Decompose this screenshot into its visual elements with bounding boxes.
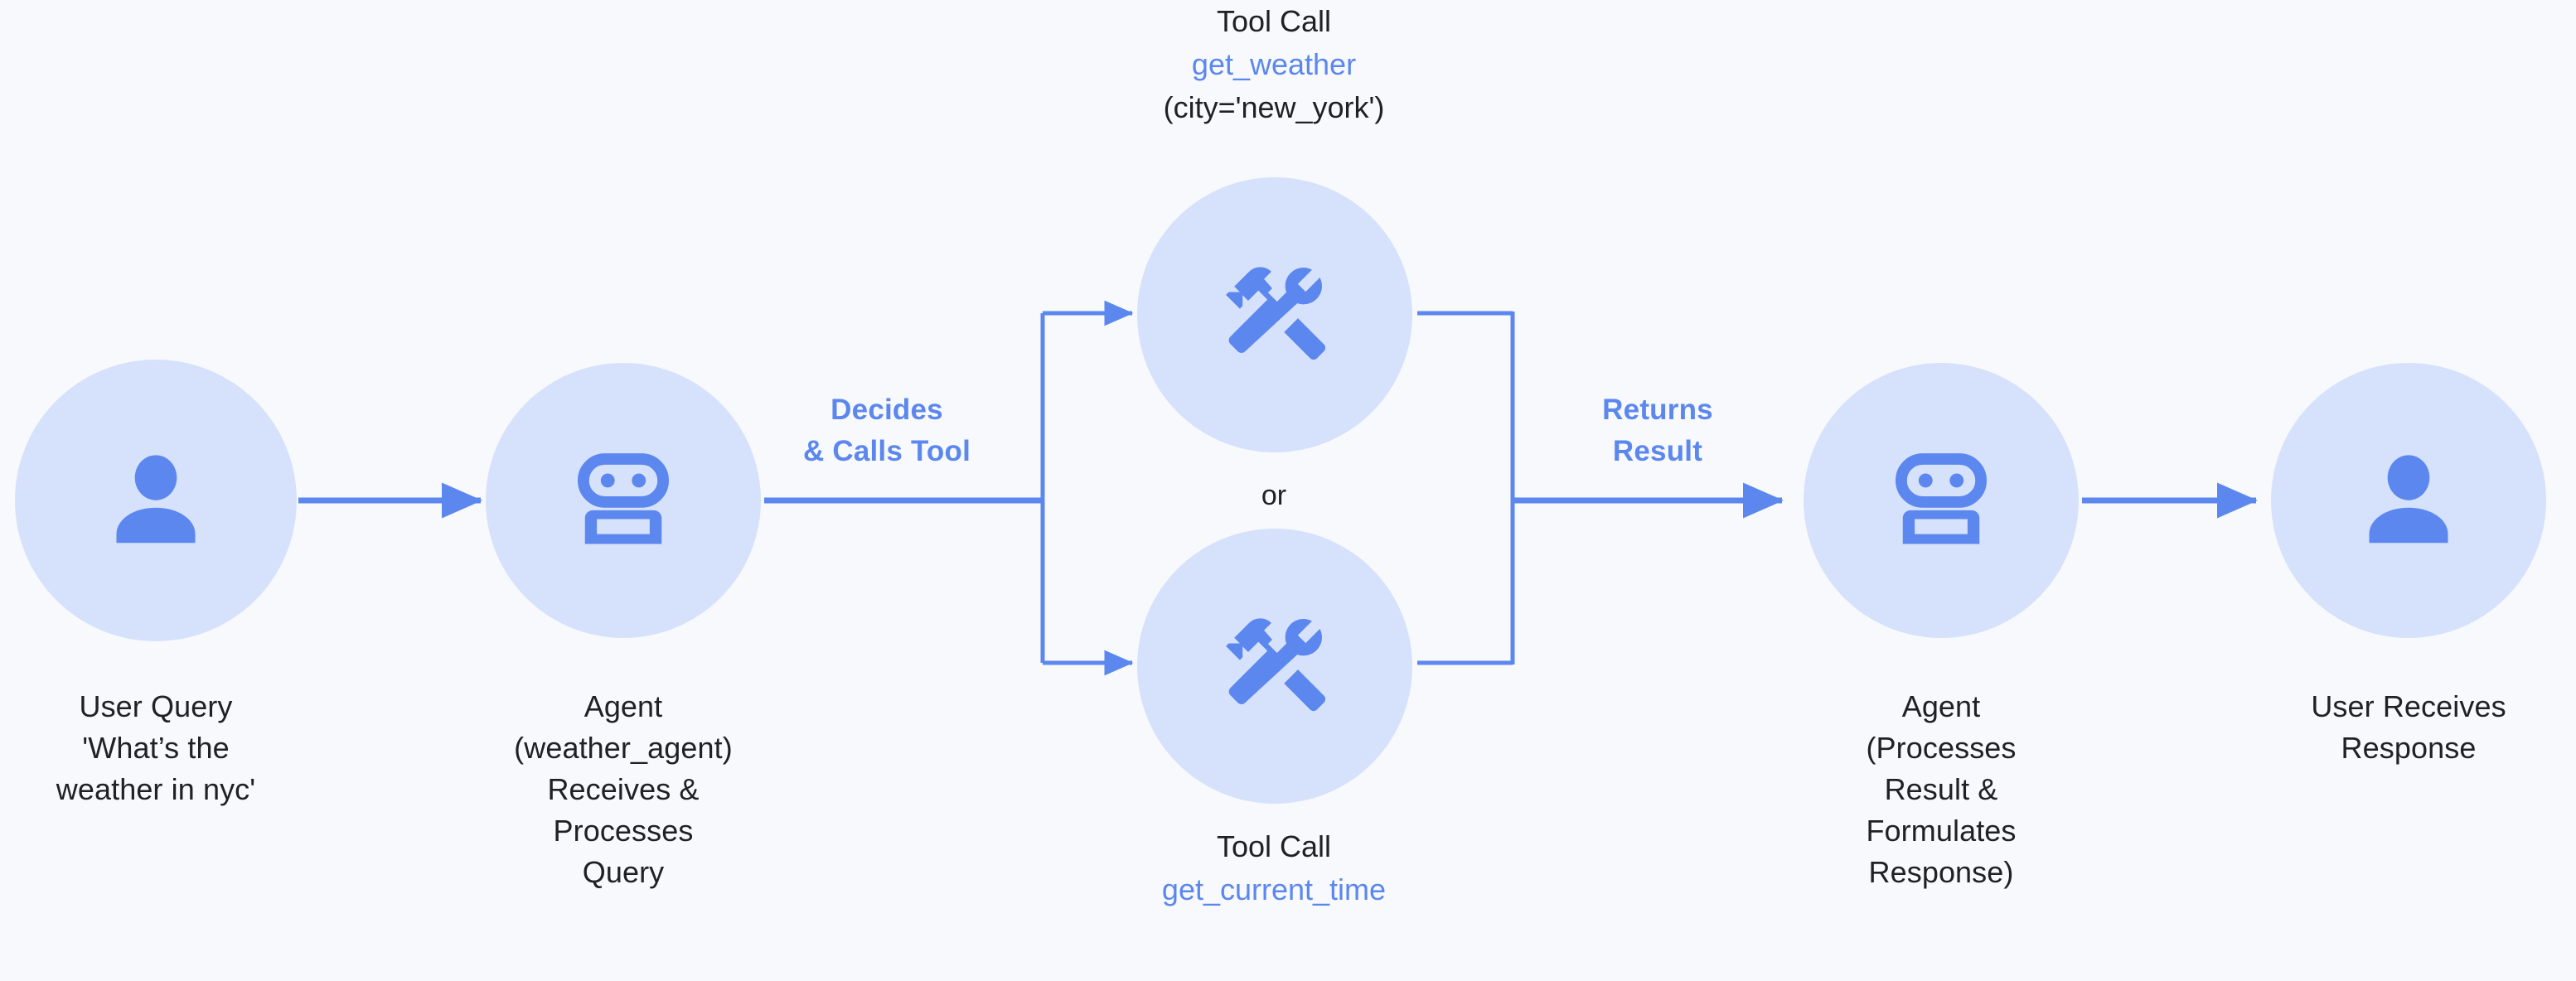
tool-top-arguments: (city='new_york') — [1163, 90, 1385, 124]
node-tool-bottom[interactable] — [1137, 529, 1412, 804]
label-or: or — [1261, 480, 1287, 511]
edge-label-returns: Returns Result — [1602, 394, 1713, 467]
robot-icon — [561, 438, 685, 563]
person-icon — [2346, 438, 2471, 563]
tools-icon — [1212, 603, 1338, 729]
caption-tool-top: Tool Call get_weather (city='new_york') — [1108, 0, 1440, 129]
node-tool-top[interactable] — [1137, 177, 1412, 452]
caption-user-response: User Receives Response — [2311, 689, 2506, 765]
tool-top-label-line1: Tool Call — [1216, 4, 1332, 38]
robot-icon — [1879, 438, 2003, 563]
node-agent-processes[interactable] — [1804, 363, 2079, 638]
node-user-response[interactable] — [2271, 363, 2546, 638]
caption-agent-receives: Agent (weather_agent) Receives & Process… — [514, 689, 733, 889]
node-agent-receives[interactable] — [486, 363, 761, 638]
caption-tool-bottom: Tool Call get_current_time — [1108, 825, 1440, 911]
tool-top-function-name: get_weather — [1191, 47, 1357, 81]
edge-label-decides: Decides & Calls Tool — [802, 394, 971, 467]
caption-user-query: User Query 'What’s the weather in nyc' — [56, 689, 256, 806]
person-icon — [94, 438, 218, 563]
tool-bottom-label-line1: Tool Call — [1216, 829, 1332, 863]
node-user-query[interactable] — [15, 360, 297, 641]
tools-icon — [1212, 252, 1338, 378]
caption-agent-processes: Agent (Processes Result & Formulates Res… — [1866, 689, 2017, 889]
tool-bottom-function-name: get_current_time — [1161, 872, 1387, 906]
